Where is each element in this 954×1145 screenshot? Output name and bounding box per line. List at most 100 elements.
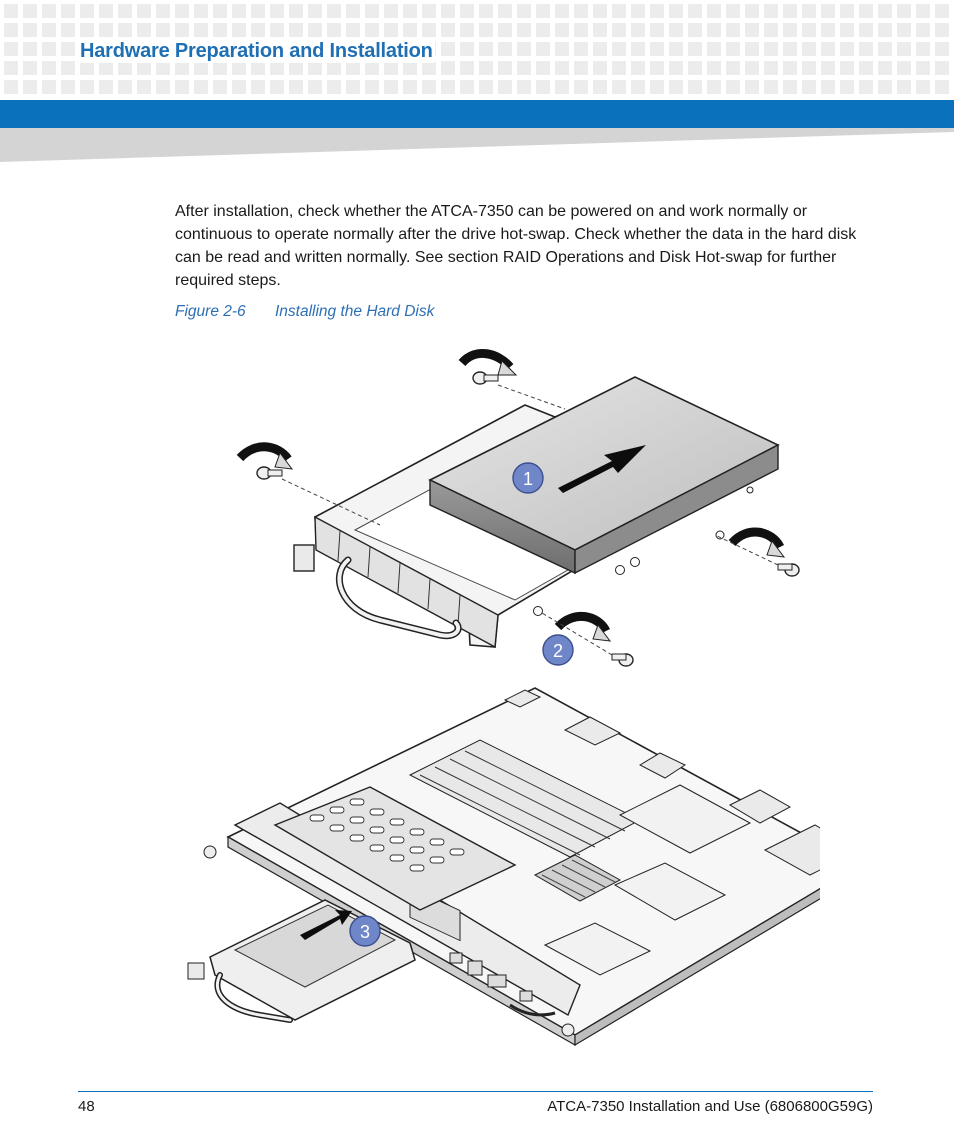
header-tile xyxy=(612,80,626,94)
header-tile xyxy=(460,23,474,37)
header-tile xyxy=(403,80,417,94)
header-tile xyxy=(365,4,379,18)
header-tile xyxy=(612,61,626,75)
header-tile xyxy=(726,61,740,75)
header-tile xyxy=(384,61,398,75)
header-tile xyxy=(593,23,607,37)
header-tile xyxy=(612,4,626,18)
header-tile xyxy=(498,61,512,75)
header-tile xyxy=(783,23,797,37)
header-tile xyxy=(270,23,284,37)
header-tile xyxy=(745,4,759,18)
header-tile xyxy=(270,80,284,94)
header-tile xyxy=(859,61,873,75)
header-tile xyxy=(802,4,816,18)
svg-text:3: 3 xyxy=(360,922,370,942)
header-tile xyxy=(308,80,322,94)
header-tile xyxy=(441,61,455,75)
header-tile xyxy=(498,42,512,56)
header-tile xyxy=(764,23,778,37)
header-tile xyxy=(479,4,493,18)
header-tile xyxy=(878,23,892,37)
header-tile xyxy=(631,4,645,18)
header-tile xyxy=(935,4,949,18)
header-tile xyxy=(365,80,379,94)
header-tile xyxy=(536,4,550,18)
header-tile xyxy=(669,23,683,37)
header-tile xyxy=(42,42,56,56)
header-tile xyxy=(118,4,132,18)
header-tile xyxy=(61,80,75,94)
header-tile xyxy=(118,61,132,75)
header-tile xyxy=(574,42,588,56)
header-tile xyxy=(42,4,56,18)
header-tile xyxy=(840,23,854,37)
header-tile xyxy=(593,42,607,56)
header-tile xyxy=(194,80,208,94)
header-tile xyxy=(289,23,303,37)
header-tile xyxy=(327,23,341,37)
header-tile xyxy=(441,23,455,37)
header-tile xyxy=(688,61,702,75)
header-tile xyxy=(175,23,189,37)
hard-disk-drive xyxy=(428,376,780,575)
header-tile xyxy=(897,42,911,56)
header-tile xyxy=(99,80,113,94)
header-tile xyxy=(916,23,930,37)
header-tile xyxy=(137,23,151,37)
header-tile xyxy=(574,80,588,94)
header-tile xyxy=(688,23,702,37)
header-tile xyxy=(821,23,835,37)
header-tile xyxy=(460,42,474,56)
header-tile xyxy=(270,61,284,75)
header-tile xyxy=(669,80,683,94)
header-tile xyxy=(4,80,18,94)
header-tile xyxy=(764,42,778,56)
header-tile xyxy=(137,4,151,18)
header-tile xyxy=(517,42,531,56)
header-tile xyxy=(517,4,531,18)
figure-number: Figure 2-6 xyxy=(175,303,246,320)
screw-bottom xyxy=(541,611,634,667)
header-tile xyxy=(346,4,360,18)
header-tile xyxy=(4,42,18,56)
header-tile xyxy=(365,23,379,37)
header-tile xyxy=(688,4,702,18)
header-tile xyxy=(745,80,759,94)
header-tile xyxy=(593,80,607,94)
header-tile xyxy=(4,61,18,75)
header-tile xyxy=(821,42,835,56)
header-tile xyxy=(707,80,721,94)
header-tile xyxy=(80,23,94,37)
header-tile xyxy=(555,61,569,75)
header-tile xyxy=(23,4,37,18)
header-tile xyxy=(536,61,550,75)
header-tile xyxy=(631,80,645,94)
header-tile xyxy=(308,23,322,37)
header-tile xyxy=(897,23,911,37)
header-tile xyxy=(327,4,341,18)
header-tile xyxy=(479,23,493,37)
header-tile xyxy=(251,61,265,75)
header-tile xyxy=(175,80,189,94)
screw-top-left xyxy=(458,349,566,410)
header-tile xyxy=(878,80,892,94)
document-reference: ATCA-7350 Installation and Use (6806800G… xyxy=(547,1098,873,1115)
header-tile xyxy=(137,80,151,94)
header-tile xyxy=(403,61,417,75)
header-tile xyxy=(346,23,360,37)
header-tile xyxy=(935,42,949,56)
header-tile xyxy=(859,42,873,56)
header-tile xyxy=(327,80,341,94)
header-tile xyxy=(593,61,607,75)
header-tile xyxy=(783,61,797,75)
header-tile xyxy=(118,80,132,94)
header-tile xyxy=(80,61,94,75)
header-tile xyxy=(4,4,18,18)
header-tile xyxy=(479,80,493,94)
header-tile xyxy=(479,42,493,56)
header-tile xyxy=(783,42,797,56)
header-tile xyxy=(574,23,588,37)
header-blue-bar xyxy=(0,100,954,128)
header-tile xyxy=(726,42,740,56)
